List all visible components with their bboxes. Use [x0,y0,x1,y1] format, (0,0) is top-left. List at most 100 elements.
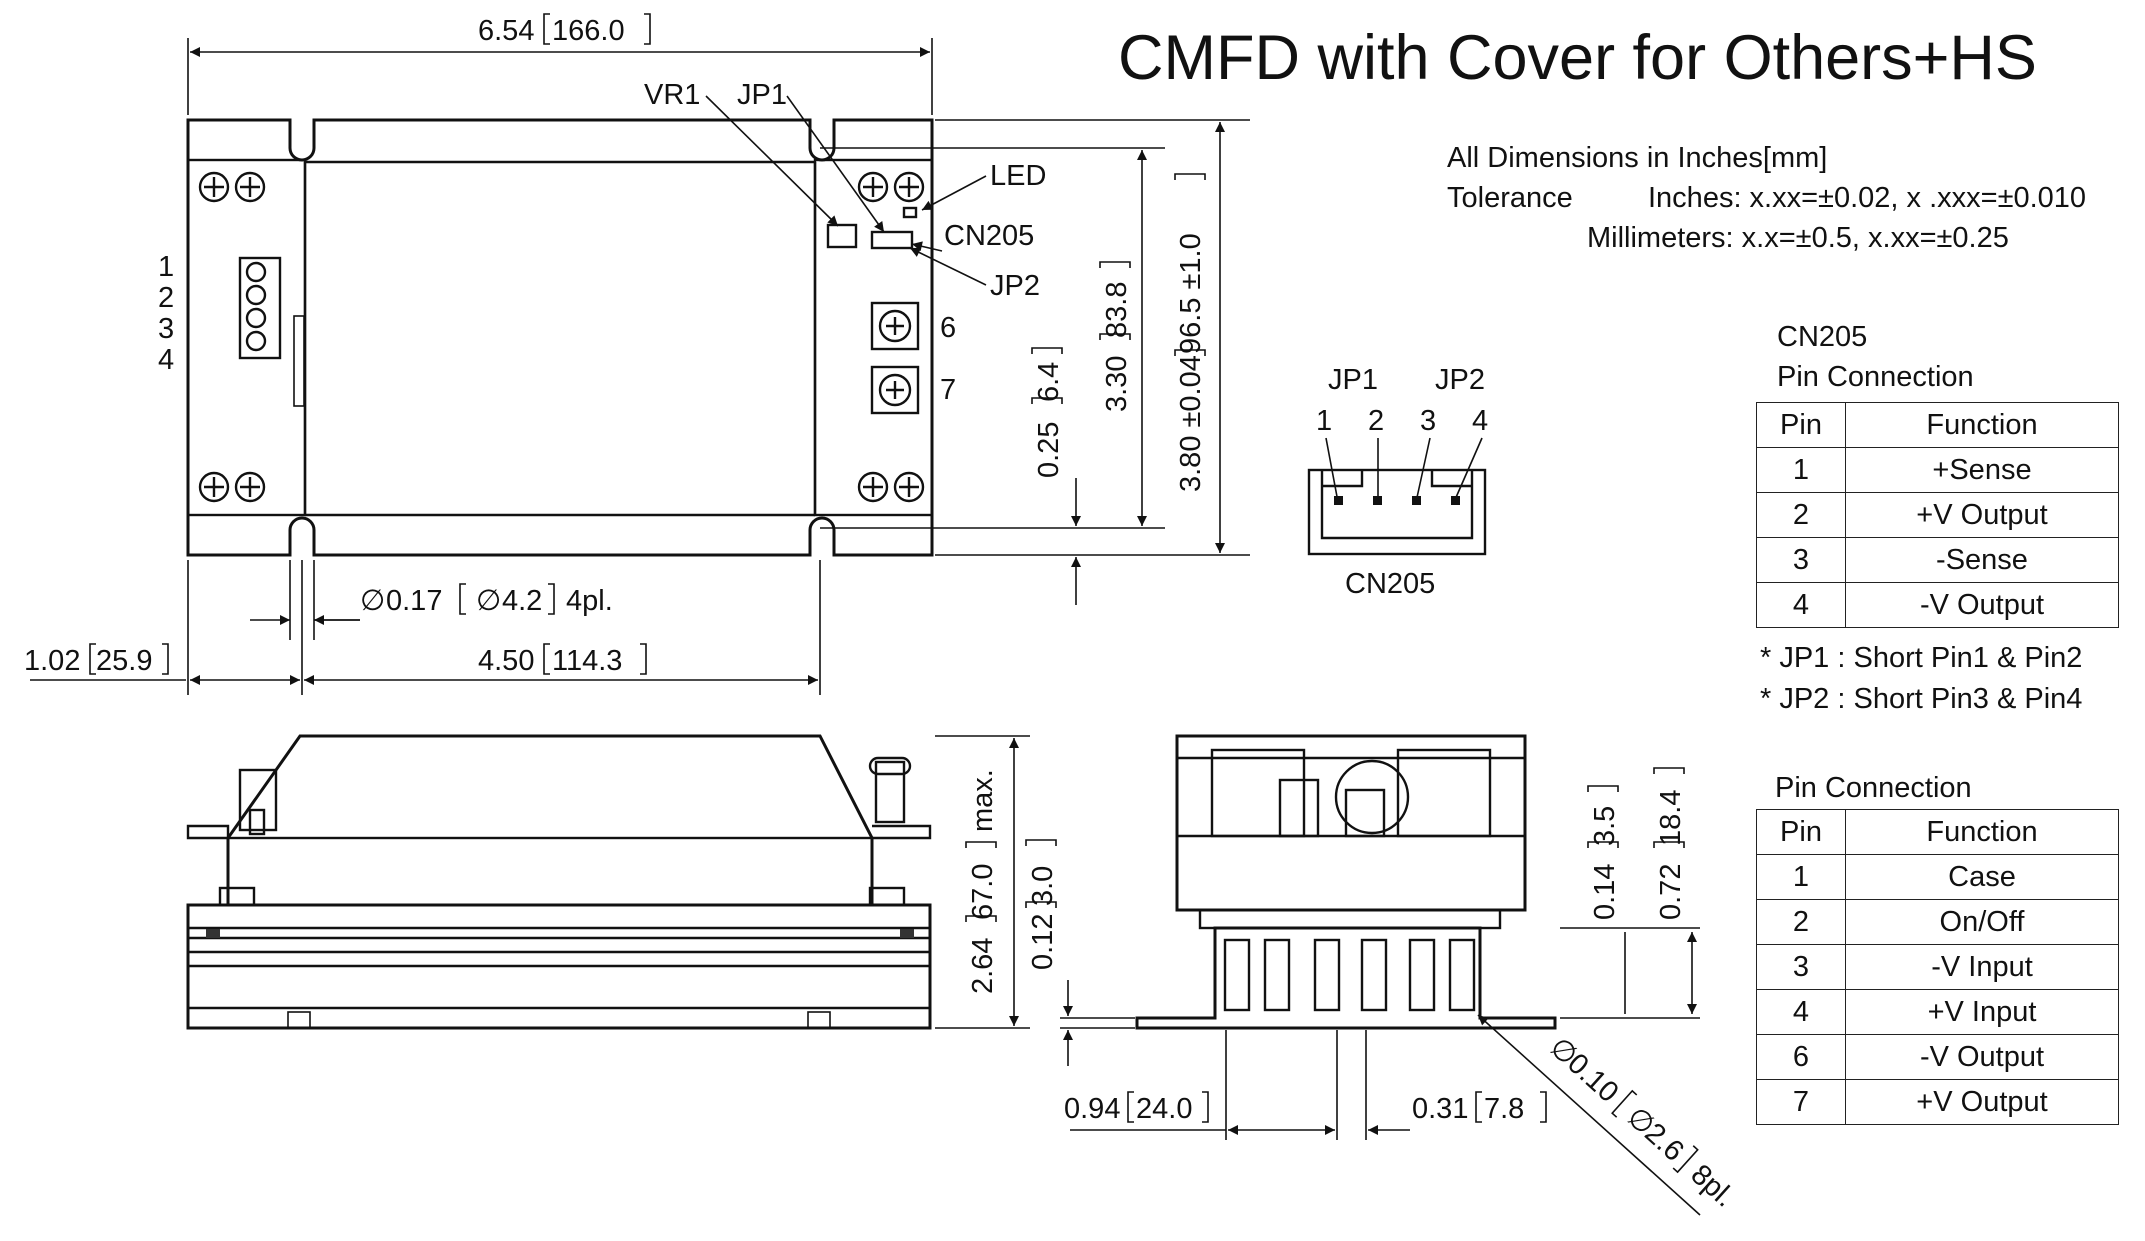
dim-rail-mm: 18.4 [1655,790,1687,846]
input-pin-3: 3 [158,313,174,345]
dim-hole-diameter-in: 0.17 [386,585,442,617]
dim-hole-pitch-in: 3.30 [1101,356,1133,412]
vr1-trimmer [826,223,858,249]
cn205-connector-detail: JP1 JP2 1 2 3 4 CN205 [1307,364,1488,600]
jumper-note-jp1: * JP1 : Short Pin1 & Pin2 [1760,642,2083,674]
dim-base-in: 0.12 [1027,914,1059,970]
dim-fin-in: 0.14 [1589,864,1621,920]
table-cell-pin: 2 [1756,899,1846,945]
table-cell-pin: 4 [1756,989,1846,1035]
table-row: 3-V Input [1756,944,2119,990]
screw-icon [198,171,925,503]
dim-hole-offset-mm: 6.4 [1033,362,1065,402]
table-cell-pin: 4 [1756,582,1846,628]
connector-pin-4: 4 [1472,405,1488,437]
label-terminal-6: 6 [940,312,956,344]
connector-jp2: JP2 [1435,364,1485,396]
table-cell-pin: 6 [1756,1034,1846,1080]
table-row: 4-V Output [1756,582,2119,628]
table-cell-pin: 7 [1756,1079,1846,1125]
input-pin-4: 4 [158,344,174,376]
dim-side-height-in: 2.64 [967,938,999,994]
dim-tap-count: 8pl. [1685,1159,1741,1214]
dim-hole-offset-in: 0.25 [1033,422,1065,478]
table-row: 1+Sense [1756,447,2119,493]
label-terminal-7: 7 [940,374,956,406]
dim-hole-diameter-symbol: ∅ [360,585,385,617]
jumper-note-jp2: * JP2 : Short Pin3 & Pin4 [1760,683,2083,715]
dim-offset-mm: 25.9 [96,645,152,677]
dim-gap-in: 0.31 [1412,1093,1468,1125]
dim-spacing-mm: 24.0 [1136,1093,1192,1125]
table-row: 6-V Output [1756,1034,2119,1080]
label-cn205: CN205 [944,220,1034,252]
table-cell-function: +V Output [1845,492,2119,538]
table-cell-function: +V Input [1845,989,2119,1035]
tolerance-inches: Inches: x.xx=±0.02, x .xxx=±0.010 [1648,182,2086,214]
table-cell-function: -V Input [1845,944,2119,990]
cn205-caption: CN205 [1777,321,1868,353]
cn205-connector [870,230,914,250]
dim-rail-in: 0.72 [1655,864,1687,920]
output-terminal-icon [870,301,920,415]
table-header-pin: Pin [1756,809,1846,855]
dim-hole-diameter-mm: 4.2 [502,585,542,617]
dim-pitch-in: 4.50 [478,645,534,677]
end-view [1135,734,1557,1030]
cn205-pin-table: Pin Function 1+Sense 2+V Output 3-Sense … [1756,402,2119,628]
dim-gap-mm: 7.8 [1484,1093,1524,1125]
table-cell-pin: 2 [1756,492,1846,538]
table-header-row: Pin Function [1756,402,2119,448]
label-vr1: VR1 [644,79,700,111]
tolerance-mm: Millimeters: x.x=±0.5, x.xx=±0.25 [1587,222,2009,254]
table-header-row: Pin Function [1756,809,2119,855]
table-row: 2+V Output [1756,492,2119,538]
table-cell-pin: 1 [1756,854,1846,900]
dim-height-in: 3.80 ±0.04 [1175,355,1207,492]
label-jp1: JP1 [737,79,787,111]
table-cell-function: Case [1845,854,2119,900]
table-row: 4+V Input [1756,989,2119,1035]
connector-jp1: JP1 [1328,364,1378,396]
dim-hole-count: 4pl. [566,585,613,617]
dim-side-height-suffix: max. [967,769,999,832]
dim-offset-in: 1.02 [24,645,80,677]
dim-hole-diameter-mm-symbol: ∅ [476,585,501,617]
cn205-pin-caption: Pin Connection [1777,361,1974,393]
input-pin-2: 2 [158,282,174,314]
tolerance-label: Tolerance [1447,182,1573,214]
table-cell-pin: 3 [1756,944,1846,990]
dim-side-height-mm: 67.0 [967,864,999,920]
table-cell-function: -V Output [1845,582,2119,628]
dim-pitch-mm: 114.3 [552,645,622,677]
table-cell-function: On/Off [1845,899,2119,945]
top-view: VR1 JP1 LED CN205 JP2 6 7 1 2 3 4 6.54 1… [24,13,1250,695]
table-cell-pin: 3 [1756,537,1846,583]
connector-pin-2: 2 [1368,405,1384,437]
table-header-function: Function [1845,402,2119,448]
input-terminal-block [238,256,305,407]
label-led: LED [990,160,1046,192]
dim-spacing-in: 0.94 [1064,1093,1120,1125]
connector-pin-3: 3 [1420,405,1436,437]
table-row: 3-Sense [1756,537,2119,583]
dim-height-mm: 96.5 ±1.0 [1175,233,1207,354]
units-note: All Dimensions in Inches[mm] [1447,142,1827,174]
label-jp2: JP2 [990,270,1040,302]
dim-fin-mm: 3.5 [1589,806,1621,846]
table-cell-function: +V Output [1845,1079,2119,1125]
led-indicator [902,206,918,219]
input-pin-1: 1 [158,251,174,283]
pin-table-caption: Pin Connection [1775,772,1972,804]
dim-width-in: 6.54 [478,15,534,47]
table-cell-function: +Sense [1845,447,2119,493]
dim-base-mm: 3.0 [1027,866,1059,906]
side-view [186,734,932,1030]
dim-hole-pitch-mm: 83.8 [1101,282,1133,338]
table-cell-function: -V Output [1845,1034,2119,1080]
table-header-pin: Pin [1756,402,1846,448]
